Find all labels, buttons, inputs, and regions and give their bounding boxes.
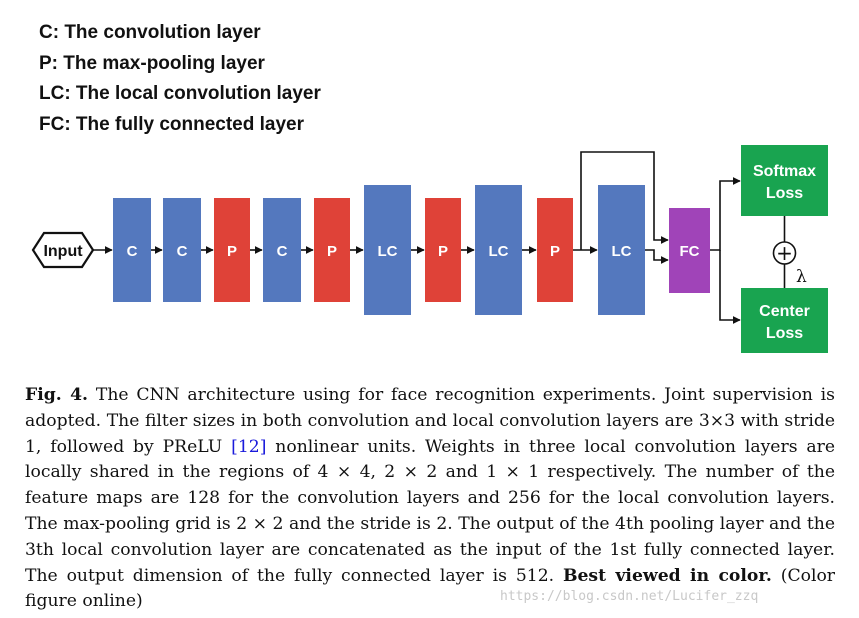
- figure-caption: Fig. 4. The CNN architecture using for f…: [25, 383, 835, 615]
- local-conv-layer-label-1: LC: [378, 243, 398, 260]
- pool-layer-1: [214, 198, 250, 302]
- legend-local-conv: LC: The local convolution layer: [39, 83, 321, 104]
- conv-layer-1: [113, 198, 151, 302]
- input-node: Input: [31, 231, 95, 269]
- conv-layer-label-1: C: [127, 243, 138, 260]
- arrow-lc3-to-fc: [645, 249, 669, 264]
- pool-layer-label-1: P: [227, 243, 237, 260]
- conv-layer-3: [263, 198, 301, 302]
- pool-layer-label-4: P: [550, 243, 560, 260]
- fc-label: FC: [680, 243, 700, 260]
- watermark: https://blog.csdn.net/Lucifer_zzq: [500, 589, 759, 604]
- pool-layer-3: [425, 198, 461, 302]
- center-loss-box: Center Loss: [741, 288, 828, 353]
- joint-sum-node: + λ: [772, 216, 807, 288]
- local-conv-layer-label-2: LC: [489, 243, 509, 260]
- local-conv-layer-2: [475, 185, 522, 315]
- caption-text-1: The CNN architecture using for face reco…: [25, 385, 835, 457]
- figure-label: Fig. 4.: [25, 385, 89, 405]
- local-conv-layer-1: [364, 185, 411, 315]
- caption-text-2: nonlinear units. Weights in three local …: [25, 436, 836, 586]
- arrow-fc-to-softmax: [710, 177, 741, 251]
- lambda-symbol: λ: [796, 267, 807, 287]
- caption-bold-note: Best viewed in color.: [562, 565, 772, 586]
- pool-layer-4: [537, 198, 573, 302]
- citation-link[interactable]: 12: [237, 436, 260, 457]
- legend-conv: C: The convolution layer: [39, 22, 261, 43]
- plus-symbol: +: [776, 241, 793, 265]
- input-label: Input: [43, 243, 83, 260]
- local-conv-layer-label-3: LC: [612, 243, 632, 260]
- connection-arrows: [93, 151, 741, 324]
- caption-tail: (Color figure online): [25, 565, 836, 612]
- legend: C: The convolution layer P: The max-pool…: [39, 18, 321, 140]
- pool-layer-label-2: P: [327, 243, 337, 260]
- center-loss-line2: Loss: [766, 325, 803, 342]
- citation-close: ]: [259, 436, 267, 457]
- softmax-loss-line2: Loss: [766, 185, 803, 202]
- local-conv-layer-3: [598, 185, 645, 315]
- citation-open: [: [231, 436, 238, 457]
- pool-layer-label-3: P: [438, 243, 448, 260]
- softmax-loss-line1: Softmax: [753, 163, 816, 180]
- center-loss-line1: Center: [759, 303, 810, 320]
- conv-layer-label-3: C: [277, 243, 288, 260]
- conv-layer-2: [163, 198, 201, 302]
- arrow-fc-to-center: [719, 250, 741, 324]
- layer-blocks: C C P C P LC P LC P LC: [113, 185, 645, 315]
- softmax-loss-box: Softmax Loss: [741, 145, 828, 216]
- cnn-architecture-diagram: Input C C P C P LC P LC P LC FC Softmax Loss Cent…: [31, 145, 828, 353]
- conv-layer-label-2: C: [177, 243, 188, 260]
- legend-pool: P: The max-pooling layer: [39, 52, 265, 74]
- fc-layer: FC: [669, 208, 710, 293]
- legend-fc: FC: The fully connected layer: [39, 113, 304, 135]
- pool-layer-2: [314, 198, 350, 302]
- arrow-skip-pool4-to-fc: [580, 151, 669, 250]
